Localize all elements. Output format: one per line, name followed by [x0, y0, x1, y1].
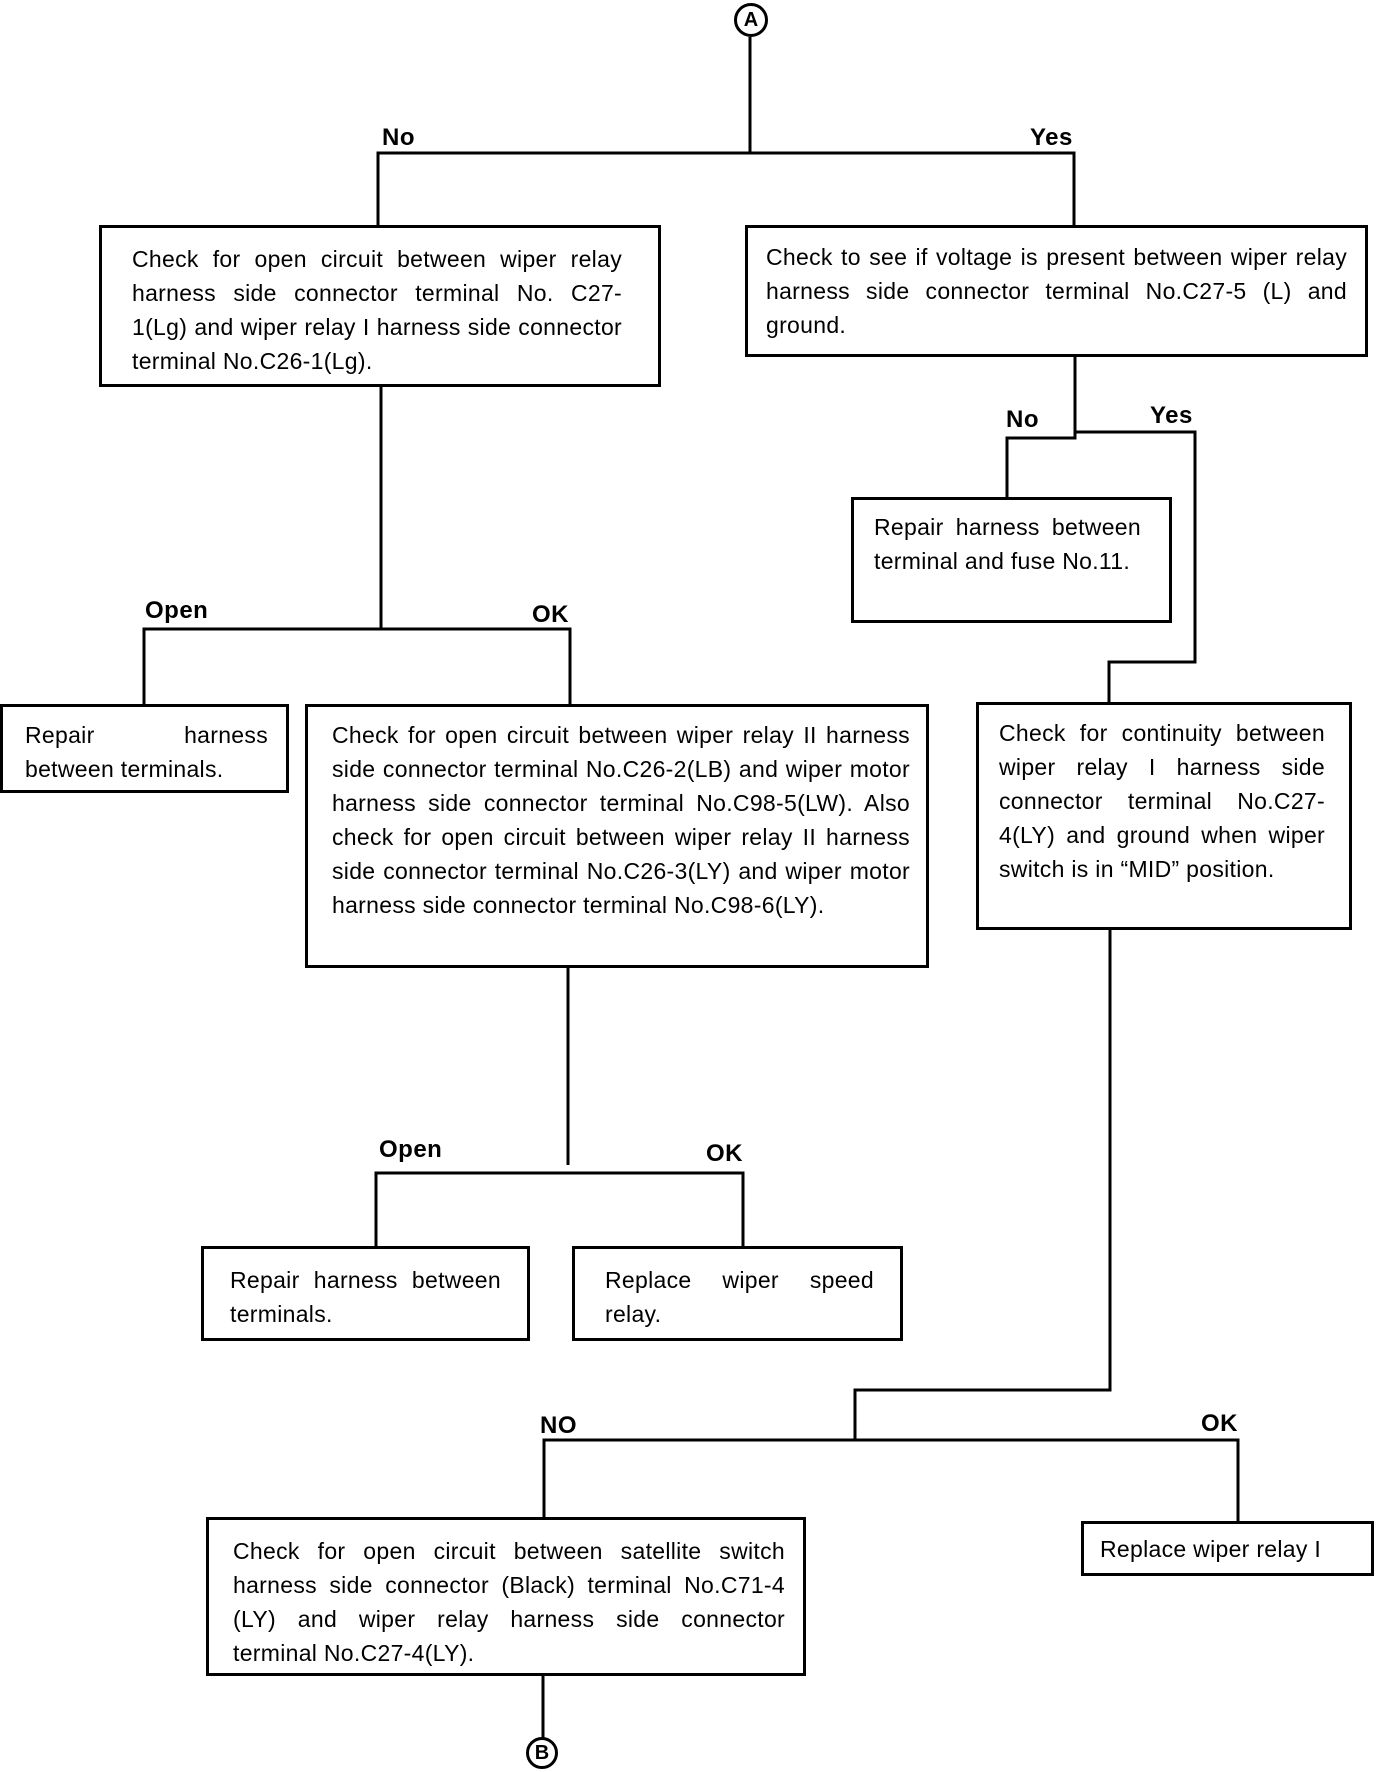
- line-no-ok-branch: [542, 1438, 1240, 1521]
- label-ok-3: OK: [1201, 1410, 1238, 1437]
- line-continuity-down: [853, 928, 1112, 1440]
- label-yes-voltage: Yes: [1150, 402, 1193, 429]
- line-first-branch: [376, 151, 1076, 225]
- connector-a: A: [734, 3, 768, 37]
- label-yes: Yes: [1030, 124, 1073, 151]
- line-open-ok-branch-2: [374, 1171, 745, 1246]
- label-open-2: Open: [379, 1136, 443, 1163]
- label-no-voltage: No: [1006, 406, 1039, 433]
- box-check-open-c71-c27: Check for open circuit between satellite…: [206, 1517, 806, 1676]
- box-check-open-c27-c26: Check for open circuit between wiper rel…: [99, 225, 661, 387]
- label-open: Open: [145, 597, 209, 624]
- box-repair-fuse-11: Repair harness between terminal and fuse…: [851, 497, 1172, 623]
- box-check-open-c26-c98: Check for open circuit between wiper rel…: [305, 704, 929, 968]
- connector-b: B: [526, 1737, 558, 1769]
- line-no-yes-branch: [1005, 430, 1197, 702]
- label-ok-2: OK: [706, 1140, 743, 1167]
- box-check-continuity-c27-4: Check for continuity between wiper relay…: [976, 702, 1352, 930]
- box-repair-between-terminals-1: Repair harness between terminals.: [0, 704, 289, 793]
- box-replace-speed-relay: Replace wiper speed relay.: [572, 1246, 903, 1341]
- box-check-voltage-c27-5: Check to see if voltage is present betwe…: [745, 225, 1368, 357]
- label-no-3: NO: [540, 1412, 577, 1439]
- box-replace-wiper-relay-1: Replace wiper relay I: [1081, 1521, 1374, 1576]
- line-open-ok-branch: [142, 627, 572, 704]
- label-no: No: [382, 124, 415, 151]
- label-ok: OK: [532, 601, 569, 628]
- box-repair-between-terminals-2: Repair harness between terminals.: [201, 1246, 530, 1341]
